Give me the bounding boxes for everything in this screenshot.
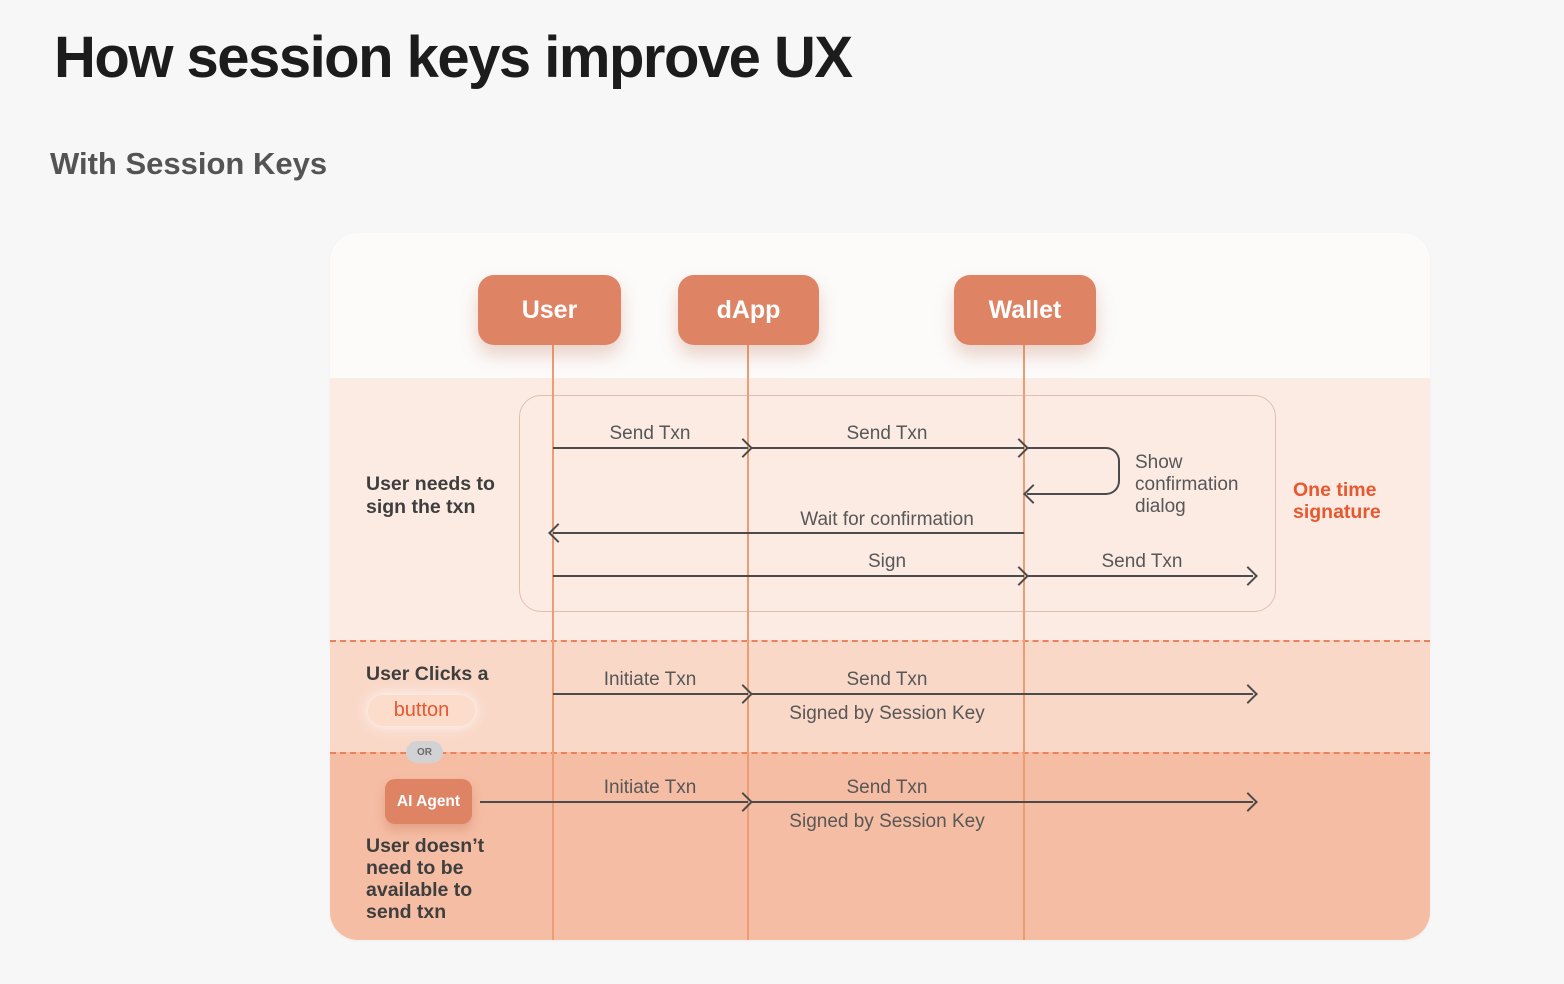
actor-user: User <box>478 275 621 345</box>
section-ai-agent <box>330 752 1430 940</box>
arrow-send-txn-session-key-2 <box>751 801 1253 803</box>
button-pill: button <box>368 695 475 726</box>
label-send-txn-4: Send Txn <box>846 669 928 690</box>
label-initiate-txn-1: Initiate Txn <box>603 669 697 690</box>
arrow-initiate-txn-user-to-dapp <box>553 693 748 695</box>
label-sign: Sign <box>867 551 907 572</box>
wallet-self-loop-arrow <box>1027 447 1120 495</box>
arrow-send-txn-session-key-1 <box>751 693 1253 695</box>
actor-dapp: dApp <box>678 275 819 345</box>
sequence-diagram-card: Send Txn Send Txn Show confirmation dial… <box>330 233 1430 940</box>
label-show-confirmation-dialog: Show confirmation dialog <box>1135 452 1239 517</box>
dapp-lifeline <box>747 343 749 940</box>
label-signed-by-session-key-1: Signed by Session Key <box>789 703 985 724</box>
label-initiate-txn-2: Initiate Txn <box>603 777 697 798</box>
page-title: How session keys improve UX <box>54 25 853 90</box>
arrow-wait-for-confirmation-wallet-to-user <box>553 532 1024 534</box>
one-time-flow-outline <box>519 395 1276 612</box>
section-user-clicks-button <box>330 640 1430 752</box>
arrow-send-txn-dapp-to-wallet <box>751 447 1024 449</box>
label-wait-for-confirmation: Wait for confirmation <box>800 509 974 530</box>
user-lifeline <box>552 343 554 940</box>
label-send-txn-3: Send Txn <box>1101 551 1183 572</box>
wallet-lifeline <box>1023 343 1025 940</box>
section-one-time-signature <box>330 378 1430 640</box>
ai-agent-box: AI Agent <box>385 779 472 824</box>
label-send-txn-2: Send Txn <box>846 423 928 444</box>
arrow-send-txn-wallet-out <box>1027 575 1253 577</box>
arrow-initiate-txn-agent-to-dapp <box>480 801 748 803</box>
label-signed-by-session-key-2: Signed by Session Key <box>789 811 985 832</box>
arrow-sign-user-to-wallet <box>553 575 1024 577</box>
actor-wallet: Wallet <box>954 275 1096 345</box>
label-user-clicks-a: User Clicks a <box>366 663 489 685</box>
label-one-time-signature: One time signature <box>1293 479 1381 523</box>
or-badge: OR <box>406 741 443 763</box>
page-subtitle: With Session Keys <box>50 146 328 181</box>
label-user-needs-to-sign: User needs to sign the txn <box>366 473 495 518</box>
label-send-txn-5: Send Txn <box>846 777 928 798</box>
label-send-txn-1: Send Txn <box>609 423 691 444</box>
arrow-send-txn-user-to-dapp <box>553 447 748 449</box>
label-user-doesnt-need-available: User doesn’t need to be available to sen… <box>366 835 485 923</box>
